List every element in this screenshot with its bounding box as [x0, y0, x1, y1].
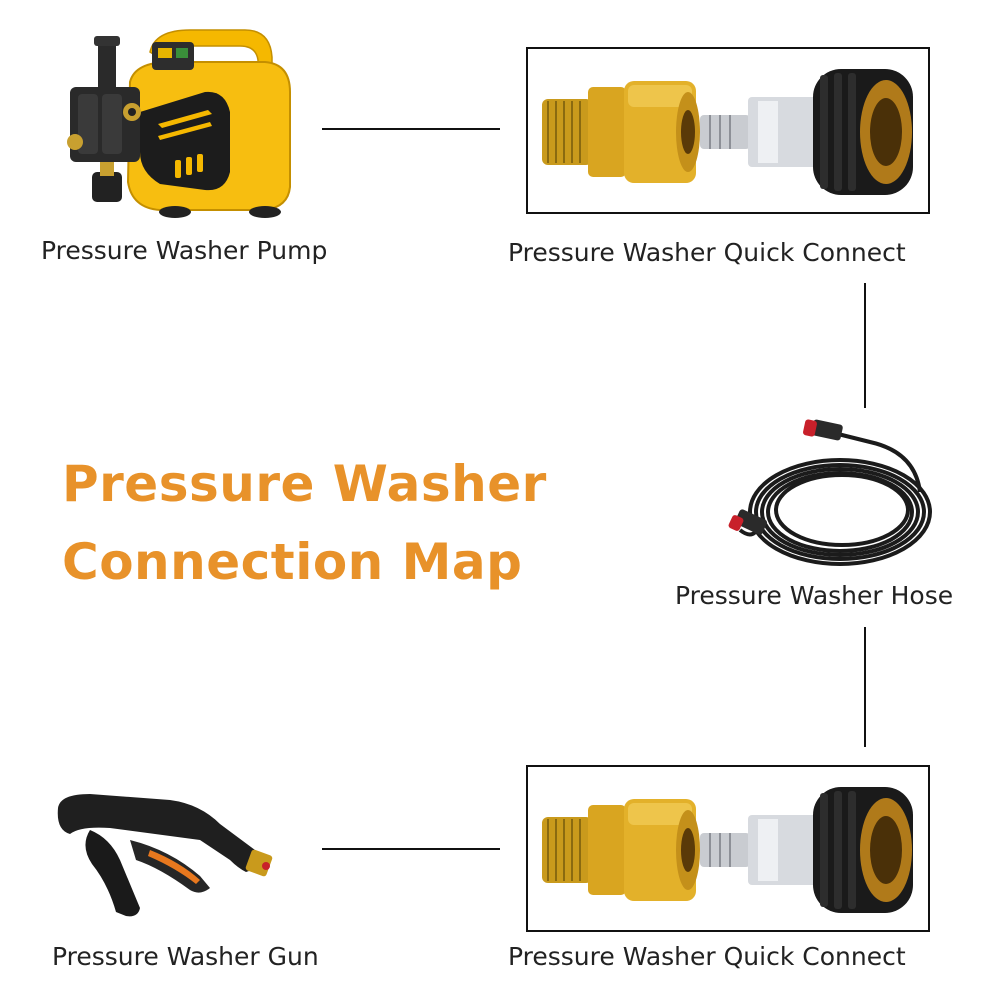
hose-label: Pressure Washer Hose [675, 581, 954, 610]
quick-connect-top-label: Pressure Washer Quick Connect [508, 238, 906, 267]
connector-gun-to-quick-connect [322, 848, 500, 850]
quick-connect-top-image [542, 69, 913, 195]
pump-label: Pressure Washer Pump [41, 236, 328, 265]
pressure-washer-pump-image [40, 22, 300, 222]
quick-connect-bottom-label: Pressure Washer Quick Connect [508, 942, 906, 971]
connector-quick-connect-to-hose [864, 283, 866, 408]
connector-pump-to-quick-connect [322, 128, 500, 130]
diagram-title-line-1: Pressure Washer [62, 455, 547, 513]
pressure-washer-hose-image [720, 412, 940, 582]
pressure-washer-gun-image [50, 780, 280, 920]
quick-connect-bottom-image [542, 787, 913, 913]
diagram-title-line-2: Connection Map [62, 533, 523, 591]
quick-connect-top-frame [526, 47, 930, 214]
connector-hose-to-quick-connect [864, 627, 866, 747]
gun-label: Pressure Washer Gun [52, 942, 319, 971]
quick-connect-bottom-frame [526, 765, 930, 932]
